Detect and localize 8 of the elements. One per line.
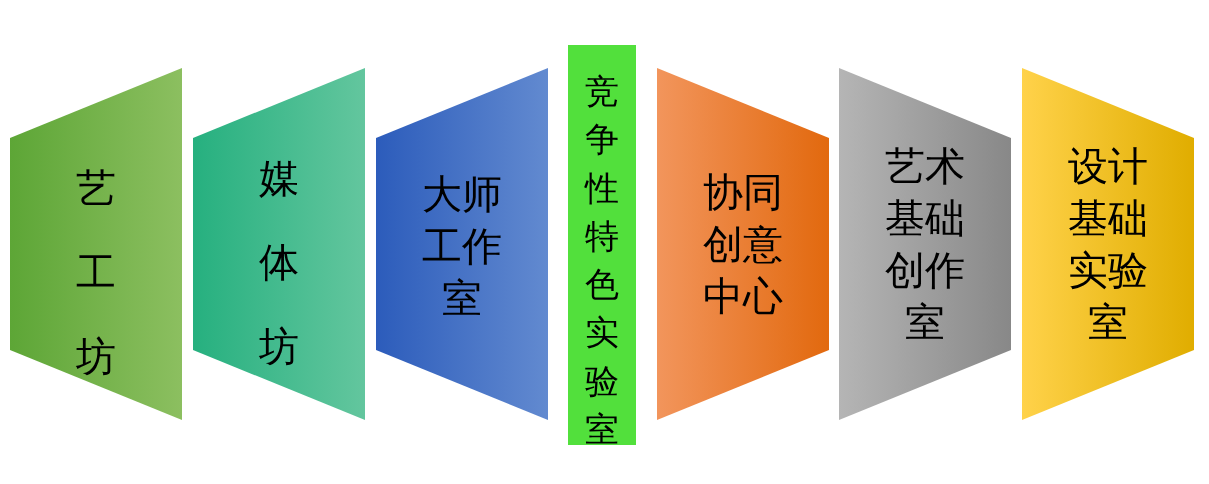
panel-label: 艺工坊 [76,164,116,381]
panel-label: 媒体坊 [259,154,299,371]
panel-label: 大师工作室 [422,170,502,323]
panel-label: 竞争性特色实验室 [585,70,619,451]
panel-label: 设计基础实验室 [1068,142,1148,347]
panel-label: 协同创意中心 [703,168,783,321]
panel-label: 艺术基础创作室 [885,142,965,347]
highlight-bar [568,45,636,445]
